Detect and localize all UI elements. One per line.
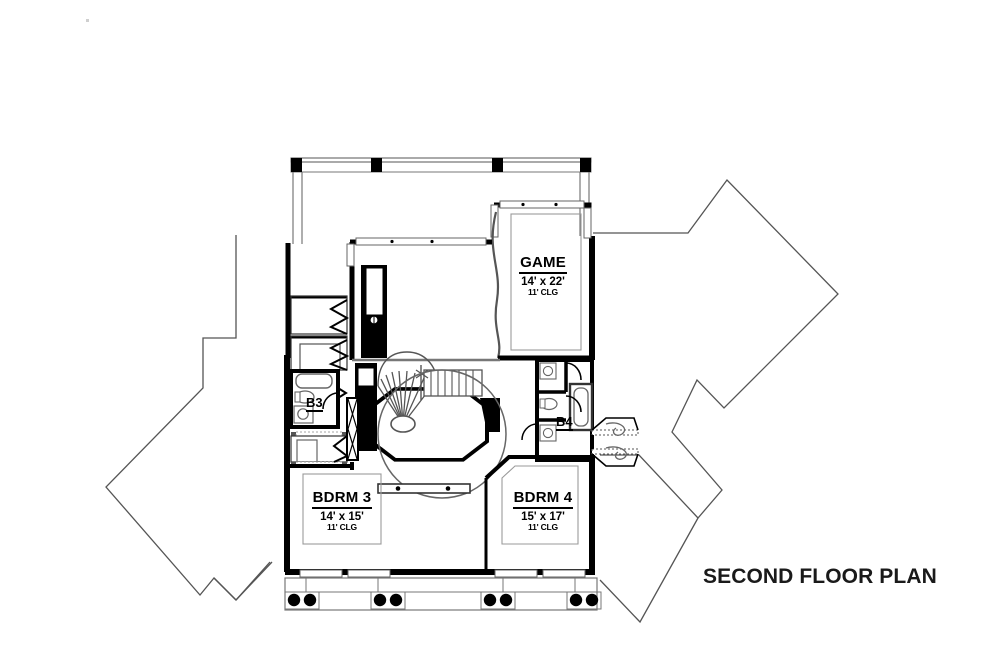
plan-title: SECOND FLOOR PLAN [703, 565, 937, 588]
mechanical-chase [361, 265, 387, 358]
room-clg-bdrm4: 11' CLG [528, 521, 558, 532]
bathroom-b3 [289, 369, 348, 429]
game-room-walls [490, 200, 592, 361]
room-dims-bdrm4: 15' x 17' [521, 510, 565, 523]
room-name-game: GAME [519, 255, 567, 274]
bdrm3-room [289, 462, 382, 545]
registration-mark [86, 19, 89, 22]
right-bay-detail [590, 417, 639, 467]
bdrm4-room [484, 455, 592, 572]
circular-balcony-railing [377, 369, 507, 499]
bathroom-b4 [521, 358, 594, 462]
roof-outline-below [105, 178, 839, 624]
room-dims-game: 14' x 22' [521, 275, 565, 288]
room-name-bdrm3: BDRM 3 [311, 490, 373, 509]
left-closets [290, 295, 350, 371]
porch-columns [287, 593, 599, 607]
landing-rail [377, 483, 471, 494]
room-name-bdrm4: BDRM 4 [512, 490, 574, 509]
room-clg-game: 11' CLG [528, 286, 558, 297]
room-label-game: GAME 14' x 22' 11' CLG [493, 255, 593, 297]
lower-porch [284, 577, 602, 611]
room-clg-bdrm3: 11' CLG [327, 521, 357, 532]
bedroom-bottom-windows [299, 569, 586, 578]
upper-hall-walls [346, 237, 500, 362]
bath-label-b4: B4 [556, 414, 573, 431]
room-label-bdrm4: BDRM 4 15' x 17' 11' CLG [493, 490, 593, 532]
bdrm3-closet [290, 431, 349, 467]
room-dims-bdrm3: 14' x 15' [320, 510, 364, 523]
room-label-bdrm3: BDRM 3 14' x 15' 11' CLG [292, 490, 392, 532]
stairwell-walls [346, 363, 500, 461]
bath-label-b3: B3 [306, 395, 323, 412]
